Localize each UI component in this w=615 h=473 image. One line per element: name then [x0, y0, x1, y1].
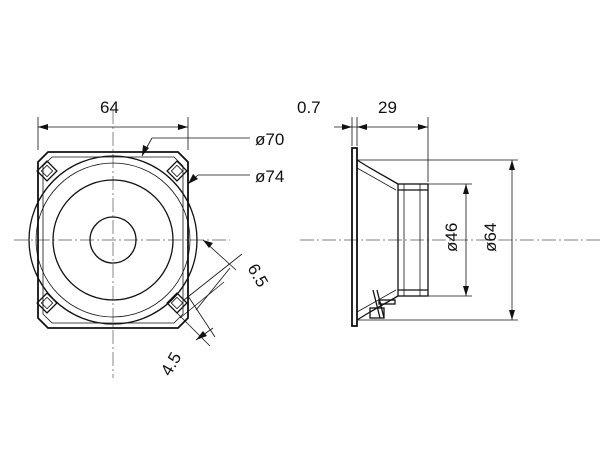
dia70-leader — [141, 137, 250, 157]
frame-outline — [37, 151, 189, 329]
mounting-hole-bottom-right — [166, 292, 188, 314]
dia74-leader — [187, 174, 250, 185]
hole-size-label: 4.5 — [157, 349, 185, 379]
outer-rim-circle — [28, 155, 198, 325]
mounting-hole-top-left — [36, 160, 58, 182]
magnet-body — [397, 183, 429, 297]
dia64-dimension — [357, 159, 518, 321]
terminal-tabs — [369, 289, 396, 319]
dia46-label: ø46 — [442, 223, 461, 252]
frame-inner-outline — [42, 156, 184, 324]
mounting-hole-top-right — [166, 160, 188, 182]
flange-plate — [351, 147, 358, 327]
front-width-dimension — [37, 117, 189, 150]
surround-circle — [35, 162, 191, 318]
dia74-label: ø74 — [255, 167, 284, 186]
cone-outer-circle — [52, 179, 174, 301]
dia46-dimension — [428, 183, 472, 297]
side-view: 0.7 29 ø46 ø64 — [297, 98, 600, 327]
hole-dimension-lines — [175, 239, 243, 347]
depth-label: 29 — [378, 98, 397, 117]
front-view: 64 ø70 ø74 6.5 4.5 — [14, 98, 284, 379]
flange-thickness-label: 0.7 — [297, 98, 321, 117]
mounting-hole-bottom-left — [36, 292, 58, 314]
dust-cap-circle — [89, 216, 137, 264]
front-width-label: 64 — [100, 98, 119, 117]
dia70-label: ø70 — [255, 130, 284, 149]
depth-dimension — [334, 117, 429, 182]
dia64-label: ø64 — [481, 223, 500, 252]
hole-offset-label: 6.5 — [244, 261, 272, 291]
basket-inner-profile — [356, 167, 397, 313]
